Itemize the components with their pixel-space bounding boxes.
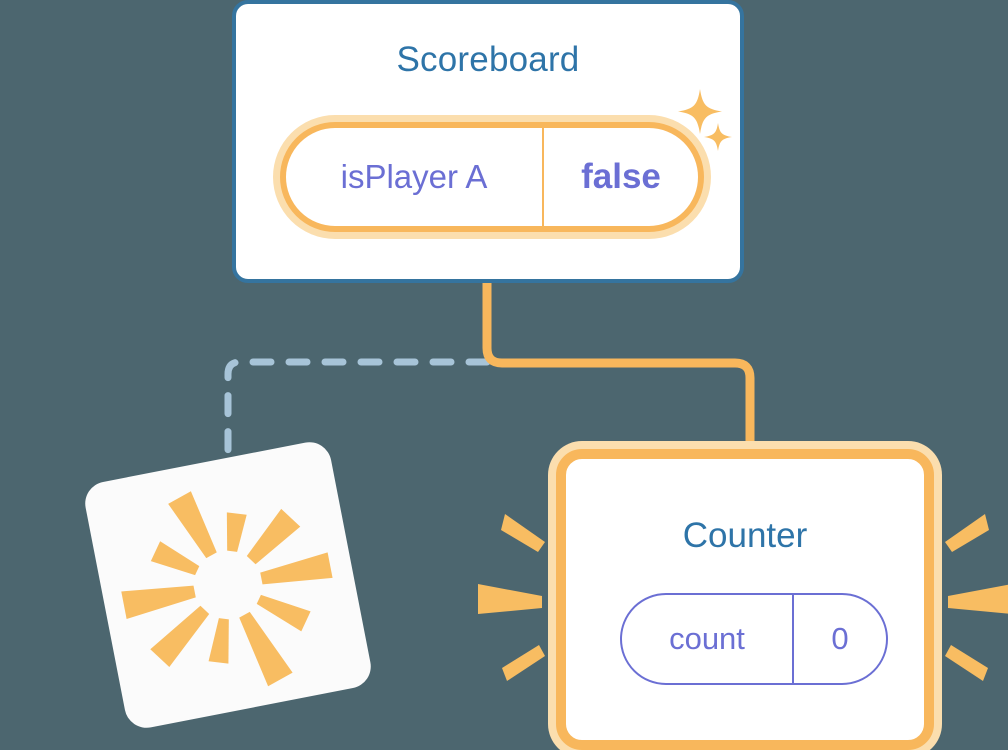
burst-ray-icon [121, 585, 196, 619]
scoreboard-state-pill[interactable]: isPlayer A false [280, 122, 704, 232]
scoreboard-card[interactable]: Scoreboard isPlayer A false [232, 0, 744, 283]
burst-ray-icon [150, 541, 200, 576]
counter-ray-right-top-icon [945, 514, 989, 552]
counter-ray-left-bottom-icon [502, 645, 545, 681]
burst-ray-icon [208, 618, 229, 664]
scoreboard-to-burst-card-connector [224, 358, 491, 482]
counter-state-key: count [622, 595, 794, 683]
counter-ray-right-bottom-icon [945, 645, 988, 681]
counter-state-pill[interactable]: count 0 [620, 593, 888, 685]
sparkle-small-icon [704, 123, 732, 151]
burst-card[interactable] [81, 438, 375, 732]
burst-ray-icon [256, 594, 311, 632]
scoreboard-state-key: isPlayer A [286, 128, 544, 226]
counter-ray-left-mid-icon [478, 584, 542, 614]
scoreboard-to-counter-connector [482, 278, 755, 475]
burst-ray-icon [239, 611, 293, 687]
burst-ray-icon [150, 605, 210, 668]
scoreboard-state-value: false [581, 157, 661, 196]
burst-ray-icon [168, 491, 217, 559]
burst-ray-icon [246, 508, 301, 565]
sparkle-group [678, 89, 732, 151]
sparkle-large-icon [678, 89, 722, 134]
counter-ray-right-mid-icon [948, 584, 1008, 614]
burst-ray-icon [226, 512, 247, 552]
scoreboard-title: Scoreboard [396, 40, 580, 79]
counter-title: Counter [682, 516, 808, 555]
burst-ray-icon [260, 552, 333, 585]
counter-card[interactable]: Counter count 0 [556, 449, 934, 750]
counter-ray-left-top-icon [501, 514, 545, 552]
burst-rays-group [121, 491, 333, 687]
counter-state-value: 0 [831, 621, 849, 656]
